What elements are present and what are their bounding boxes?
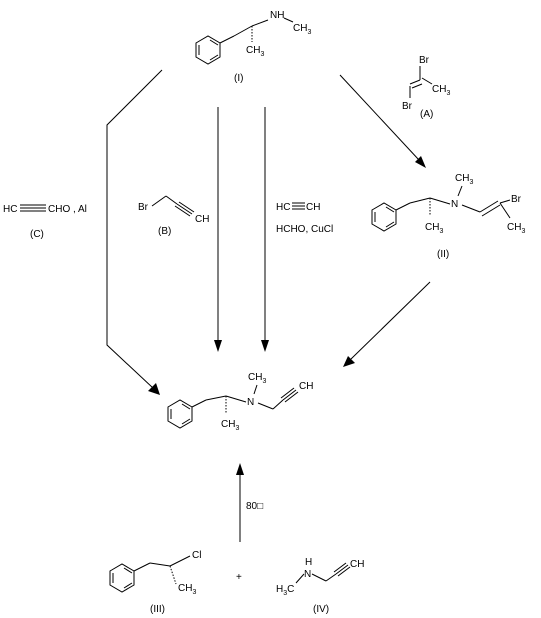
compound-label: (II) xyxy=(437,249,449,260)
methyl-label: CH3 xyxy=(248,372,266,385)
methyl-label: CH3 xyxy=(178,583,196,596)
arrow xyxy=(343,281,431,367)
catalyst-text: , Al xyxy=(73,204,87,215)
methyl-label: CH3 xyxy=(246,45,264,58)
methyl-label: CH3 xyxy=(507,222,525,235)
h-label: H xyxy=(305,557,312,568)
cl-label: Cl xyxy=(192,550,201,561)
arrow xyxy=(214,107,222,352)
br-label: Br xyxy=(138,202,149,213)
h3c-label: H3C xyxy=(276,584,294,597)
ch-label: CH xyxy=(299,381,313,392)
nh-label: NH xyxy=(270,10,284,21)
ch-label: CH xyxy=(350,559,364,570)
formula-text: HCHO, CuCl xyxy=(276,224,333,235)
arrow xyxy=(106,69,163,395)
compound-II: N CH3 CH3 Br CH3 (II) xyxy=(371,173,525,260)
benzene-ring xyxy=(167,399,193,429)
compound-IV: H3C N H CH (IV) xyxy=(276,557,364,615)
reaction-condition: 80□ xyxy=(246,501,263,512)
reagent-label: (B) xyxy=(158,226,171,237)
reagent-label: (C) xyxy=(30,229,44,240)
compound-A: Br CH3 Br (A) xyxy=(402,55,450,120)
plus-sign: + xyxy=(236,572,242,583)
br-label: Br xyxy=(419,55,430,66)
br-label: Br xyxy=(402,101,413,112)
methyl-label: CH3 xyxy=(455,173,473,186)
methyl-label: CH3 xyxy=(221,419,239,432)
reaction-arrows xyxy=(106,69,431,542)
ch-label: CH xyxy=(195,214,209,225)
methyl-label: CH3 xyxy=(293,23,311,36)
product-compound: N CH3 CH3 CH xyxy=(167,372,313,432)
benzene-ring xyxy=(195,35,221,65)
arrow xyxy=(339,74,426,168)
formula-text: CH xyxy=(306,202,320,213)
formula-text: HC xyxy=(3,204,17,215)
compound-label: (III) xyxy=(150,604,165,615)
compound-I: NH CH3 CH3 (I) xyxy=(195,10,311,84)
benzene-ring xyxy=(371,202,397,232)
reagent-B: Br CH (B) xyxy=(138,195,209,237)
compound-label: (I) xyxy=(234,73,243,84)
n-label: N xyxy=(451,199,458,210)
reagent-acetylene: HC CH HCHO, CuCl xyxy=(276,202,333,235)
formula-text: HC xyxy=(276,202,290,213)
methyl-label: CH3 xyxy=(425,222,443,235)
formula-text: CHO xyxy=(48,204,70,215)
compound-label: (A) xyxy=(420,109,433,120)
compound-label: (IV) xyxy=(313,604,329,615)
benzene-ring xyxy=(109,563,135,593)
methyl-label: CH3 xyxy=(432,84,450,97)
br-label: Br xyxy=(511,194,522,205)
reagent-C: HC CHO , Al (C) xyxy=(3,204,87,240)
arrow xyxy=(236,463,244,542)
arrow xyxy=(261,107,269,352)
n-label: N xyxy=(247,397,254,408)
n-label: N xyxy=(304,569,311,580)
compound-III: Cl CH3 (III) xyxy=(109,550,201,615)
